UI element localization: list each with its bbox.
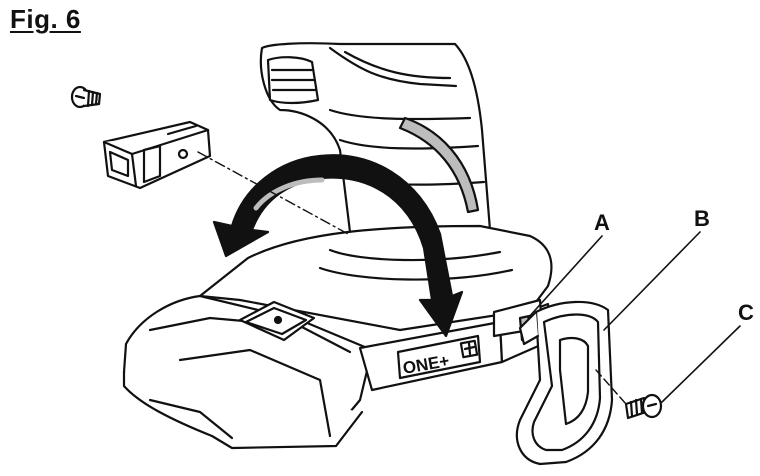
figure-title: Fig. 6	[10, 4, 81, 34]
screw-alignment-line	[595, 369, 627, 405]
screw-c	[624, 393, 663, 420]
rotation-arrow	[212, 154, 464, 338]
callout-a: A	[594, 210, 610, 235]
leader-b	[603, 231, 701, 331]
alignment-line	[197, 151, 351, 236]
leader-c	[661, 325, 741, 403]
battery-base	[122, 224, 554, 450]
callout-c: C	[738, 300, 754, 325]
leader-a	[527, 235, 603, 319]
screw-removed	[70, 85, 102, 109]
clip-bracket-removed	[102, 120, 212, 190]
callout-b: B	[694, 206, 710, 231]
belt-clip	[515, 300, 614, 466]
brand-plate	[396, 334, 482, 380]
drill-handle	[259, 42, 492, 234]
